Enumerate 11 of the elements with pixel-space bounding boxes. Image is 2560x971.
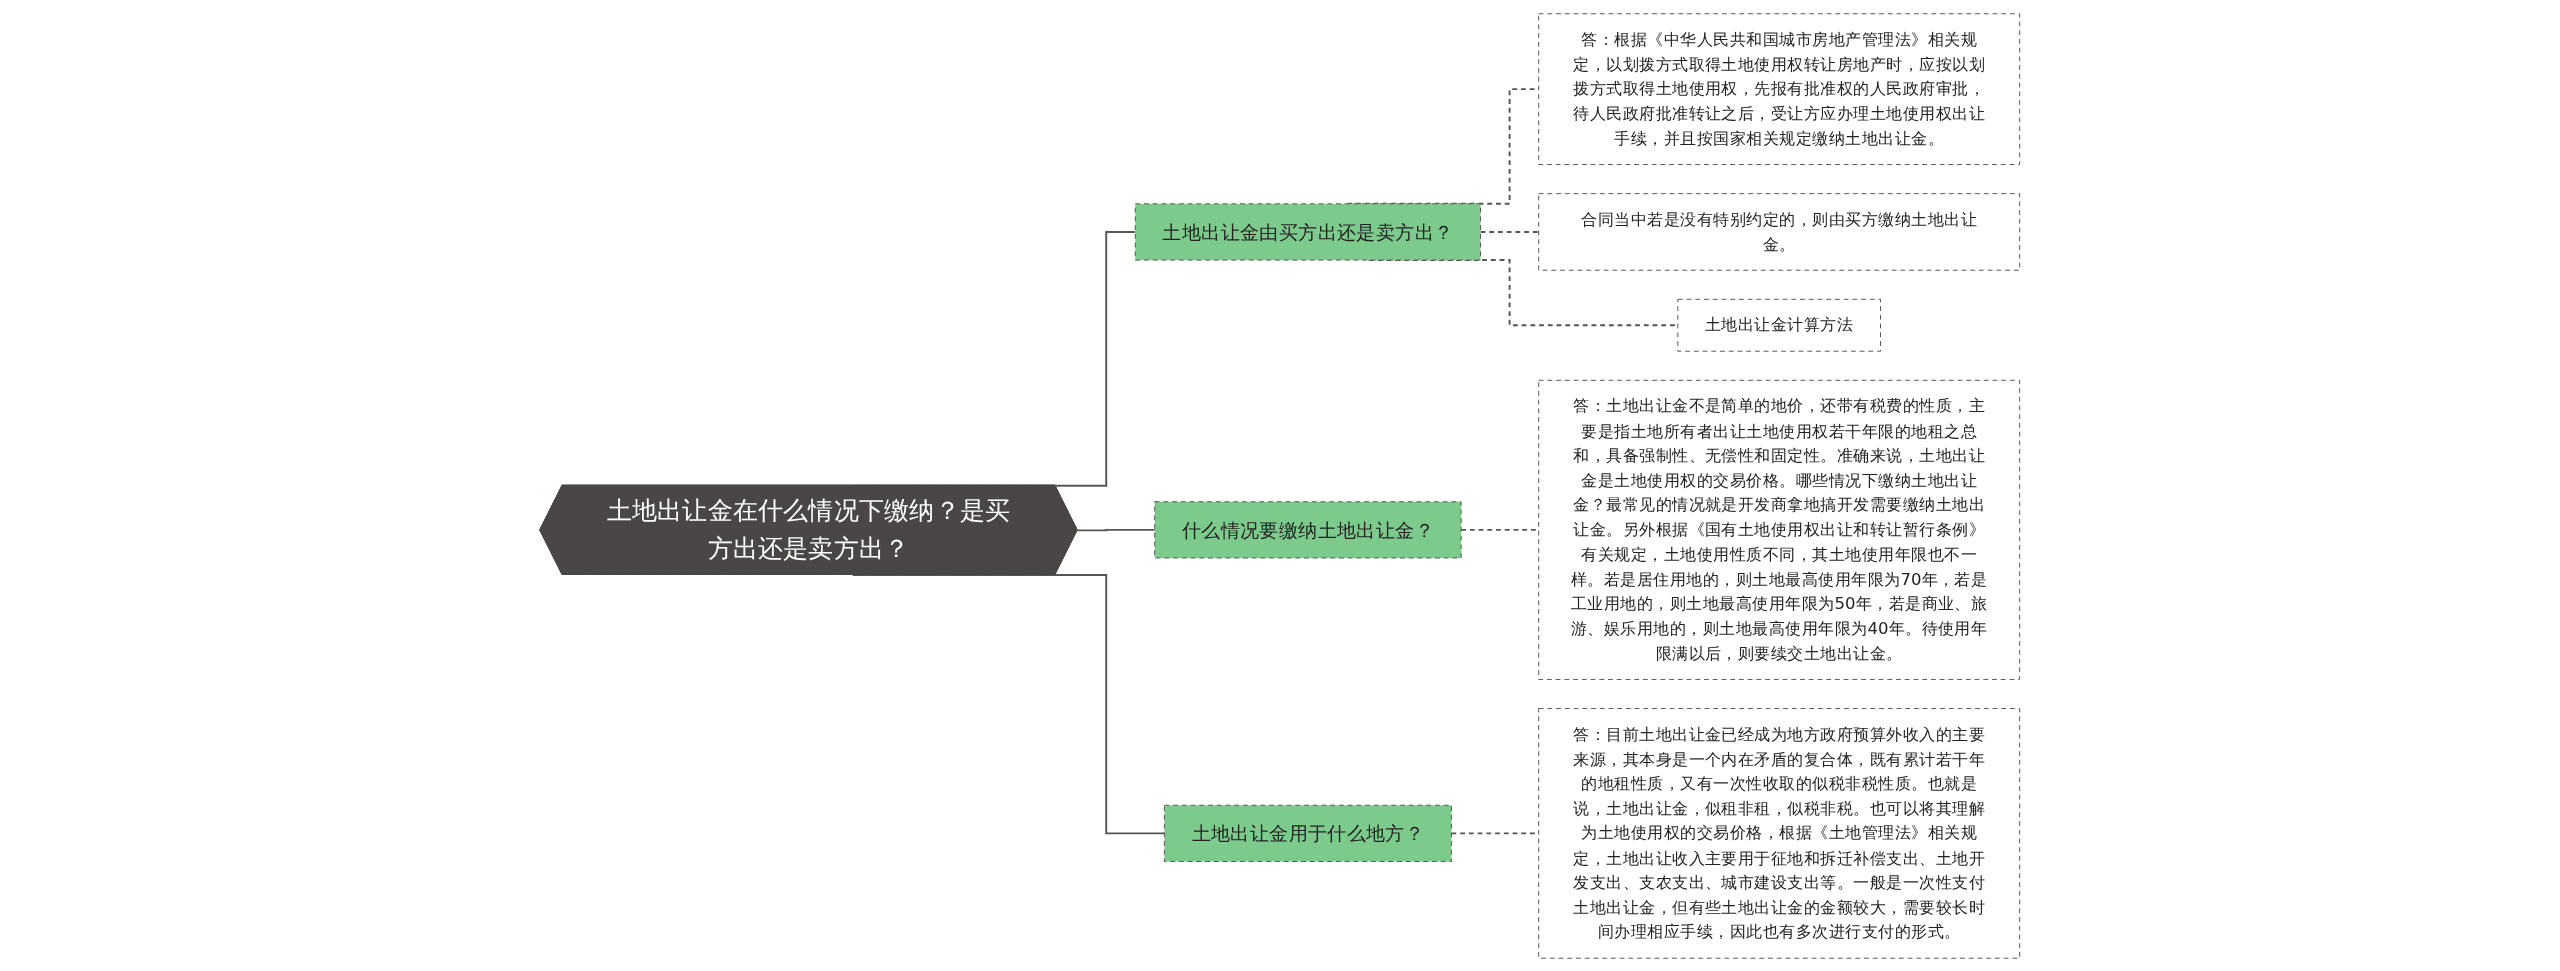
- node-box: 答：根据《中华人民共和国城市房地产管理法》相关规定，以划拨方式取得土地使用权转让房地产时，应按以划拨方式取得土地使用权，先报有批准权的人民政府审批，待人民政府批准转让之后，受让方应办理土地使用权出让手续，并且按国家相关规定缴纳土地出让金。: [1538, 12, 2021, 165]
- node-box: 土地出让金计算方法: [1677, 298, 1882, 352]
- node-box: 合同当中若是没有特别约定的，则由买方缴纳土地出让金。: [1538, 192, 2021, 271]
- connector: [1076, 528, 1156, 531]
- connector: [1479, 230, 1540, 233]
- node-box: 答：土地出让金不是简单的地价，还带有税费的性质，主要是指土地所有者出让土地使用权若干年限的地租之总和，具备强制性、无偿性和固定性。准确来说，土地出让金是土地使用权的交易价格。哪些情况下缴纳土地出让金？最常见的情况就是开发商拿地搞开发需要缴纳土地出让金。另外根据《国有土地使用权出让和转让暂行条例》有关规定，土地使用性质不同，其土地使用年限也不一样。若是居住用地的，则土地最高使用年限为70年，若是工业用地的，则土地最高使用年限为50年，若是商业、旅游、娱乐用地的，则土地最高使用年限为40年。待使用年限满以后，则要续交土地出让金。: [1538, 379, 2021, 680]
- connector: [852, 573, 1166, 834]
- node-box: 什么情况要缴纳土地出让金？: [1154, 500, 1462, 558]
- node-box: 土地出让金用于什么地方？: [1164, 804, 1453, 862]
- node-box: 答：目前土地出让金已经成为地方政府预算外收入的主要来源，其本身是一个内在矛盾的复合体，既有累计若干年的地租性质，又有一次性收取的似税非税性质。也就是说，土地出让金，似租非租，似税非税。也可以将其理解为土地使用权的交易价格，根据《土地管理法》相关规定，土地出让收入主要用于征地和拆迁补偿支出、土地开发支出、支农支出、城市建设支出等。一般是一次性支付土地出让金，但有些土地出让金的金额较大，需要较长时间办理相应手续，因此也有多次进行支付的形式。: [1538, 707, 2021, 959]
- node-box: 土地出让金由买方出还是卖方出？: [1135, 202, 1482, 261]
